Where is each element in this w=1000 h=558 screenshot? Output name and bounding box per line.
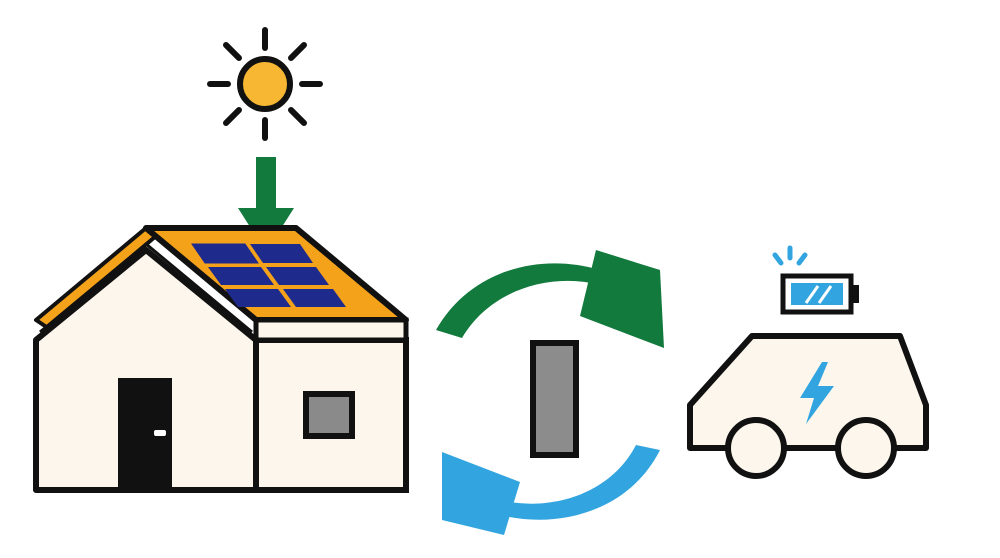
solar-panel (250, 244, 313, 263)
sun-core (237, 56, 293, 112)
car-wheel-front (725, 417, 787, 479)
cycle-arrows (436, 250, 664, 535)
window (303, 391, 355, 439)
battery-terminal (851, 285, 859, 303)
battery-sparks (772, 245, 808, 266)
solar-panel (225, 289, 291, 307)
electric-car-icon (687, 333, 929, 479)
solar-panel (208, 267, 274, 285)
cycle-arrow-top-icon (436, 250, 664, 348)
cycle-arrow-bottom-icon (442, 445, 660, 535)
solar-panel-array (191, 243, 346, 307)
sun-icon (207, 27, 323, 141)
gable-trim (39, 242, 253, 334)
door-handle (154, 430, 166, 436)
house-with-solar-panels-icon (33, 225, 409, 493)
sun-rays (207, 27, 323, 141)
battery-icon (772, 245, 859, 315)
eave-right (253, 317, 409, 343)
solar-panel (283, 289, 346, 307)
solar-panel (191, 243, 259, 264)
charger-unit-icon (530, 340, 579, 458)
car-wheel-rear (835, 417, 897, 479)
lightning-icon (800, 362, 834, 424)
solar-panel (266, 267, 329, 285)
